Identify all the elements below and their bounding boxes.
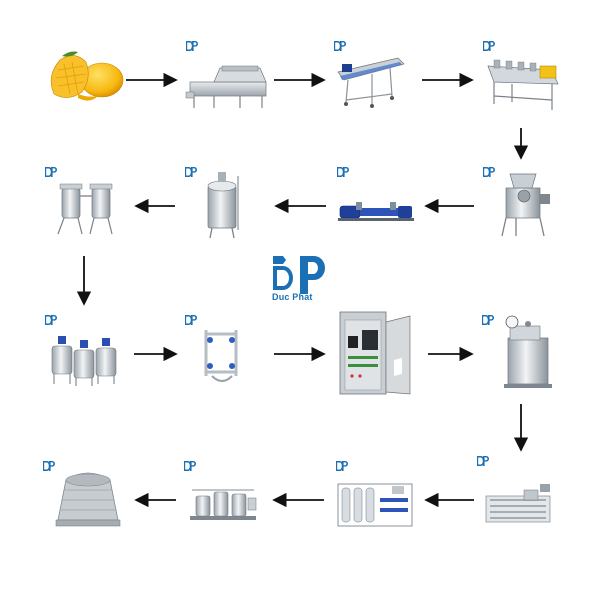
brand-logo-icon: [482, 40, 495, 52]
cooling-tower-icon: [55, 472, 121, 527]
brand-logo-icon: [333, 40, 346, 52]
screw-pump-icon: [338, 202, 414, 221]
conveyor-icon: [337, 57, 405, 108]
sorting-machine-icon: [487, 59, 559, 110]
brand-logo-icon: [44, 166, 57, 178]
brand-name: Duc Phat: [272, 292, 313, 302]
homogenizer-icon: [504, 315, 552, 388]
twin-filter-icon: [57, 183, 113, 235]
flow-arrows: [76, 72, 529, 508]
cip-system-icon: [190, 489, 257, 520]
brand-logo-icon: [482, 166, 495, 178]
brand-logo-icon: [185, 40, 198, 52]
brand-logo-icon: [183, 460, 196, 472]
duc-phat-logo: [273, 256, 325, 294]
brand-logo-icon: [42, 460, 55, 472]
brand-logo-icon: [44, 314, 57, 326]
brand-logo-icon: [481, 314, 494, 326]
storage-tank-icon: [207, 172, 239, 239]
brand-mini-logos: [42, 40, 495, 472]
brand-logo-icon: [184, 314, 197, 326]
brand-logo-icon: [476, 455, 489, 467]
brand-logo-icon: [336, 166, 349, 178]
brand-logo: Duc Phat: [270, 253, 330, 309]
brand-logo-icon: [184, 166, 197, 178]
water-treatment-icon: [337, 483, 413, 527]
pulper-icon: [501, 173, 550, 237]
duplex-filter-icon: [204, 330, 238, 382]
mango-fruit-icon: [50, 51, 124, 101]
tube-sterilizer-icon: [485, 484, 551, 523]
mixing-tanks-icon: [51, 336, 117, 386]
brand-logo-icon: [335, 460, 348, 472]
washing-machine-icon: [185, 65, 267, 108]
control-cabinet-icon: [339, 311, 411, 395]
